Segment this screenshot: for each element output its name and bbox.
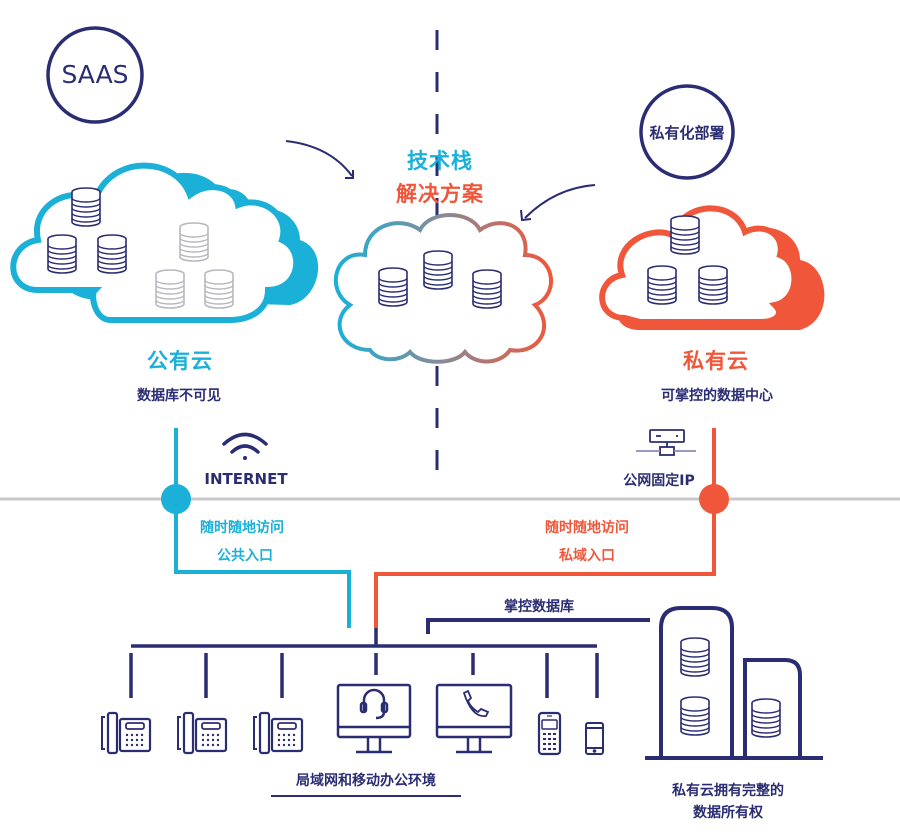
monitor-phone-icon — [435, 683, 513, 754]
fixed-ip-label: 公网固定IP — [623, 473, 695, 489]
private-entry-label: 私域入口 — [559, 548, 615, 564]
private-cloud-title: 私有云 — [683, 349, 749, 373]
control-database-connector — [426, 618, 650, 634]
internet-label: INTERNET — [204, 470, 288, 488]
desk-phone-icon — [176, 711, 228, 755]
lan-label: 局域网和移动办公环境 — [296, 773, 436, 789]
public-cloud-title: 公有云 — [147, 349, 213, 373]
wifi-icon — [222, 432, 268, 460]
public-cloud-icon — [10, 162, 319, 323]
saas-badge: SAAS — [61, 60, 129, 89]
private-deploy-badge: 私有化部署 — [649, 124, 725, 142]
control-database-label: 掌控数据库 — [504, 599, 574, 615]
desk-phone-icon — [252, 711, 304, 755]
desk-phone-icon — [100, 711, 152, 755]
private-cloud-icon — [599, 205, 825, 330]
private-cloud-subtitle: 可掌控的数据中心 — [661, 388, 773, 404]
ownership-line2: 数据所有权 — [693, 805, 763, 821]
data-ownership-racks-icon — [645, 606, 823, 760]
private-deploy-badge-circle — [639, 84, 735, 180]
solution-title: 解决方案 — [396, 182, 484, 206]
arrow-right-to-center-icon — [520, 184, 596, 222]
private-access-anytime: 随时随地访问 — [545, 520, 629, 536]
public-entry-label: 公共入口 — [217, 548, 273, 564]
public-access-anytime: 随时随地访问 — [200, 520, 284, 536]
monitor-headset-icon — [336, 683, 412, 754]
public-access-node — [161, 484, 191, 514]
feature-phone-icon — [537, 711, 562, 756]
tech-stack-title: 技术栈 — [407, 149, 473, 173]
arrow-left-to-center-icon — [285, 140, 354, 179]
saas-badge-circle — [46, 26, 144, 124]
ownership-line1: 私有云拥有完整的 — [672, 783, 784, 799]
private-access-node — [699, 484, 729, 514]
smartphone-icon — [585, 722, 604, 755]
lan-drops — [129, 628, 599, 698]
solution-cloud-icon — [333, 213, 553, 364]
public-cloud-subtitle: 数据库不可见 — [137, 388, 221, 404]
server-network-icon — [636, 429, 696, 456]
